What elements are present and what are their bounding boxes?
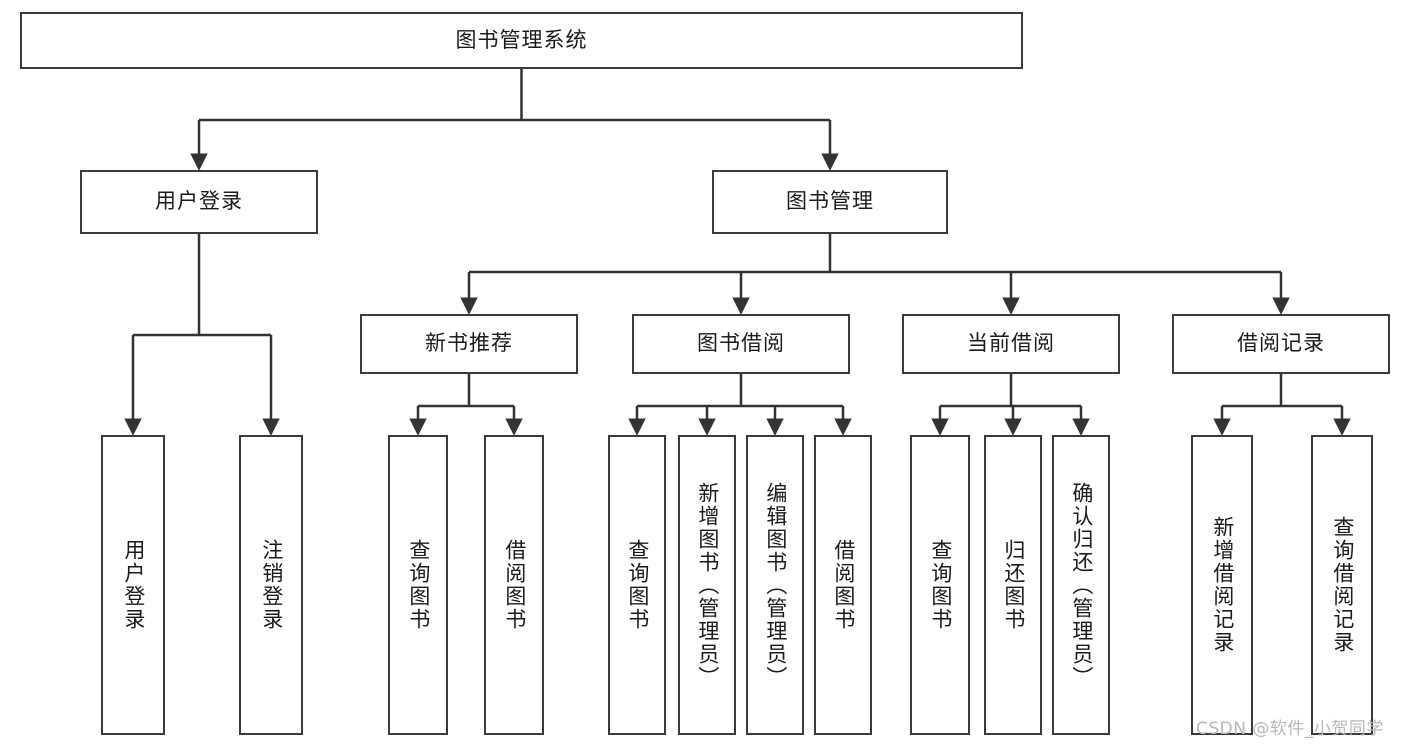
- node-label: 查询图书: [625, 539, 650, 631]
- node-label: 查询图书: [406, 539, 431, 631]
- node-label: 新增借阅记录: [1210, 516, 1235, 654]
- node-leaf-node-1-注销登录[interactable]: 注销登录: [239, 435, 303, 735]
- node-level3-node-3-借阅记录[interactable]: 借阅记录: [1172, 314, 1390, 374]
- node-leaf-node-10-确认归还管理员[interactable]: 确认归还（管理员）: [1052, 435, 1110, 735]
- node-label: 借阅记录: [1237, 331, 1325, 356]
- node-leaf-node-11-新增借阅记录[interactable]: 新增借阅记录: [1191, 435, 1253, 735]
- node-leaf-node-12-查询借阅记录[interactable]: 查询借阅记录: [1311, 435, 1373, 735]
- node-leaf-node-2-查询图书[interactable]: 查询图书: [388, 435, 448, 735]
- node-label: 用户登录: [121, 539, 146, 631]
- node-label: 编辑图书（管理员）: [763, 481, 788, 689]
- node-leaf-node-5-新增图书管理员[interactable]: 新增图书（管理员）: [678, 435, 736, 735]
- node-label: 当前借阅: [967, 331, 1055, 356]
- node-label: 新书推荐: [425, 331, 513, 356]
- node-label: 查询图书: [928, 539, 953, 631]
- watermark-csdn: CSDN @软件_小贺同学: [1196, 719, 1384, 739]
- node-label: 新增图书（管理员）: [695, 481, 720, 689]
- node-label: 注销登录: [259, 539, 284, 631]
- node-level2-node-1-图书管理[interactable]: 图书管理: [712, 170, 948, 234]
- node-root-node-0-图书管理系统[interactable]: 图书管理系统: [20, 12, 1023, 69]
- node-level3-node-0-新书推荐[interactable]: 新书推荐: [360, 314, 578, 374]
- node-label: 借阅图书: [502, 539, 527, 631]
- node-level3-node-2-当前借阅[interactable]: 当前借阅: [902, 314, 1120, 374]
- node-label: 图书管理系统: [455, 27, 588, 52]
- node-label: 归还图书: [1001, 539, 1026, 631]
- node-level3-node-1-图书借阅[interactable]: 图书借阅: [632, 314, 850, 374]
- node-leaf-node-4-查询图书[interactable]: 查询图书: [608, 435, 666, 735]
- node-label: 查询借阅记录: [1330, 516, 1355, 654]
- node-level2-node-0-用户登录[interactable]: 用户登录: [80, 170, 318, 234]
- node-leaf-node-9-归还图书[interactable]: 归还图书: [984, 435, 1042, 735]
- node-label: 借阅图书: [831, 539, 856, 631]
- node-label: 确认归还（管理员）: [1069, 481, 1094, 689]
- node-leaf-node-6-编辑图书管理员[interactable]: 编辑图书（管理员）: [746, 435, 804, 735]
- node-leaf-node-7-借阅图书[interactable]: 借阅图书: [814, 435, 872, 735]
- node-leaf-node-8-查询图书[interactable]: 查询图书: [910, 435, 970, 735]
- node-leaf-node-3-借阅图书[interactable]: 借阅图书: [484, 435, 544, 735]
- node-label: 图书管理: [786, 189, 874, 214]
- node-leaf-node-0-用户登录[interactable]: 用户登录: [101, 435, 165, 735]
- node-label: 图书借阅: [697, 331, 785, 356]
- node-label: 用户登录: [155, 189, 243, 214]
